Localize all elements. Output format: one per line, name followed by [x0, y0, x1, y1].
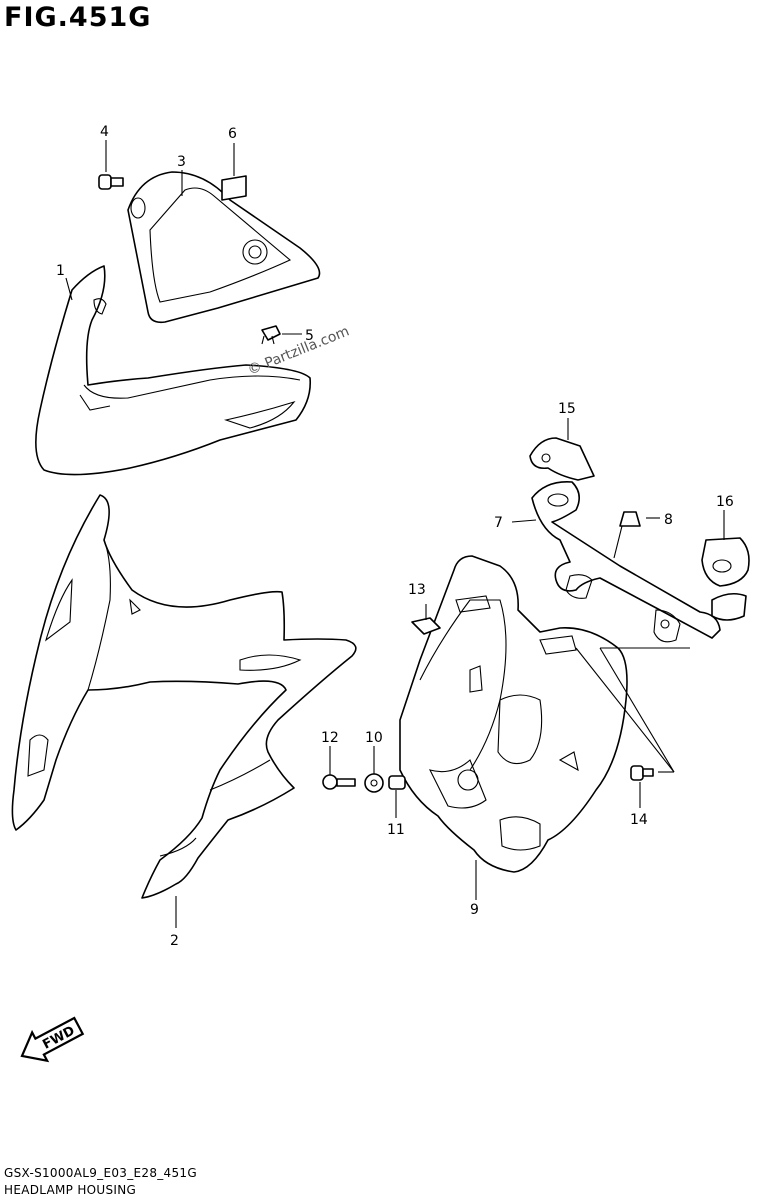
- watermark: © Partzilla.com: [246, 323, 352, 378]
- callout-4: 4: [100, 124, 109, 140]
- part-5-clip[interactable]: [261, 325, 281, 345]
- fwd-arrow-icon: [20, 1016, 85, 1063]
- diagram-caption: HEADLAMP HOUSING: [4, 1183, 137, 1197]
- part-8-grommet[interactable]: [613, 511, 641, 559]
- part-6-label[interactable]: [221, 175, 247, 201]
- part-14-bolt[interactable]: [630, 765, 654, 781]
- part-3-top-cowl[interactable]: [127, 171, 321, 324]
- leader-lines: [65, 140, 725, 928]
- callout-10: 10: [365, 730, 383, 746]
- callout-5: 5: [305, 328, 314, 344]
- part-2-side-fairing[interactable]: [11, 494, 357, 899]
- callout-6: 6: [228, 126, 237, 142]
- part-15-bracket[interactable]: [529, 437, 595, 481]
- part-13-nut[interactable]: [411, 617, 441, 635]
- callout-7: 7: [494, 515, 503, 531]
- part-10-washer[interactable]: [364, 773, 384, 793]
- part-12-screw[interactable]: [322, 774, 356, 790]
- callout-14: 14: [630, 812, 648, 828]
- part-7-stay[interactable]: [531, 481, 721, 643]
- callout-3: 3: [177, 154, 186, 170]
- callout-9: 9: [470, 902, 479, 918]
- part-16-bracket[interactable]: [701, 537, 750, 621]
- callout-16: 16: [716, 494, 734, 510]
- part-9-headlamp-bracket[interactable]: [399, 555, 628, 873]
- part-1-front-cowl[interactable]: [35, 265, 312, 476]
- part-11-collar[interactable]: [388, 775, 406, 790]
- diagram-code: GSX-S1000AL9_E03_E28_451G: [4, 1166, 197, 1180]
- fwd-arrow: FWD: [20, 1016, 85, 1063]
- figure-title: FIG.451G: [4, 2, 152, 33]
- callout-12: 12: [321, 730, 339, 746]
- callout-2: 2: [170, 933, 179, 949]
- callout-11: 11: [387, 822, 405, 838]
- callouts: 1 2 3 4 5 6 7 8 9 10 11 12 13 14 15 16: [56, 124, 734, 949]
- callout-15: 15: [558, 401, 576, 417]
- callout-13: 13: [408, 582, 426, 598]
- part-4-bolt[interactable]: [98, 174, 124, 190]
- callout-8: 8: [664, 512, 673, 528]
- callout-1: 1: [56, 263, 65, 279]
